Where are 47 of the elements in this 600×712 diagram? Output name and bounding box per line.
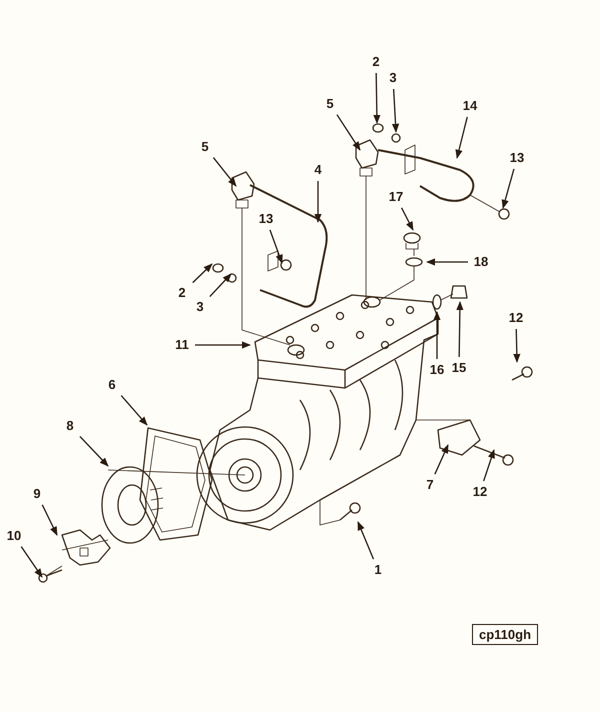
leader-arrow <box>392 88 400 133</box>
callout-number: 16 <box>426 362 448 378</box>
leader-arrow <box>209 273 232 297</box>
leader-arrow <box>400 207 414 231</box>
leader-arrow <box>456 301 464 358</box>
leader-arrow <box>212 157 237 187</box>
callout-number: 13 <box>255 211 277 227</box>
leader-arrow <box>433 311 441 359</box>
callout-number: 14 <box>459 98 481 114</box>
leader-arrow <box>195 341 251 349</box>
callout-number: 3 <box>382 70 404 86</box>
callout-number: 18 <box>470 254 492 270</box>
callout-number: 10 <box>3 528 25 544</box>
callout-number: 1 <box>367 562 389 578</box>
callout-number: 12 <box>469 484 491 500</box>
leader-arrow <box>455 116 468 159</box>
figure-code: cp110gh <box>472 624 538 645</box>
leader-arrow <box>192 263 213 284</box>
leader-arrow <box>426 258 468 266</box>
leader-arrow <box>120 395 148 426</box>
leader-arrow <box>42 504 58 536</box>
callout-number: 12 <box>505 310 527 326</box>
callout-number: 4 <box>307 162 329 178</box>
callout-number: 5 <box>194 139 216 155</box>
callout-number: 11 <box>171 337 193 353</box>
leader-arrow <box>502 168 515 209</box>
callout-number: 2 <box>365 54 387 70</box>
callout-number: 9 <box>26 486 48 502</box>
leader-arrow <box>336 114 361 151</box>
callout-number: 13 <box>506 150 528 166</box>
leader-arrow <box>79 436 109 467</box>
callout-number: 15 <box>448 360 470 376</box>
leader-arrow <box>434 444 449 474</box>
leader-arrow <box>483 449 495 482</box>
leader-arrow <box>314 181 322 223</box>
leader-arrow <box>269 230 283 264</box>
callout-number: 8 <box>59 418 81 434</box>
callout-number: 5 <box>319 96 341 112</box>
leader-arrow <box>373 72 380 124</box>
callout-number: 17 <box>385 189 407 205</box>
callout-number: 3 <box>189 299 211 315</box>
leader-arrow <box>20 546 43 578</box>
leader-arrow <box>513 328 520 363</box>
callout-number: 6 <box>101 377 123 393</box>
callout-number: 7 <box>419 477 441 493</box>
leader-arrow <box>357 521 374 560</box>
callout-number: 2 <box>171 285 193 301</box>
